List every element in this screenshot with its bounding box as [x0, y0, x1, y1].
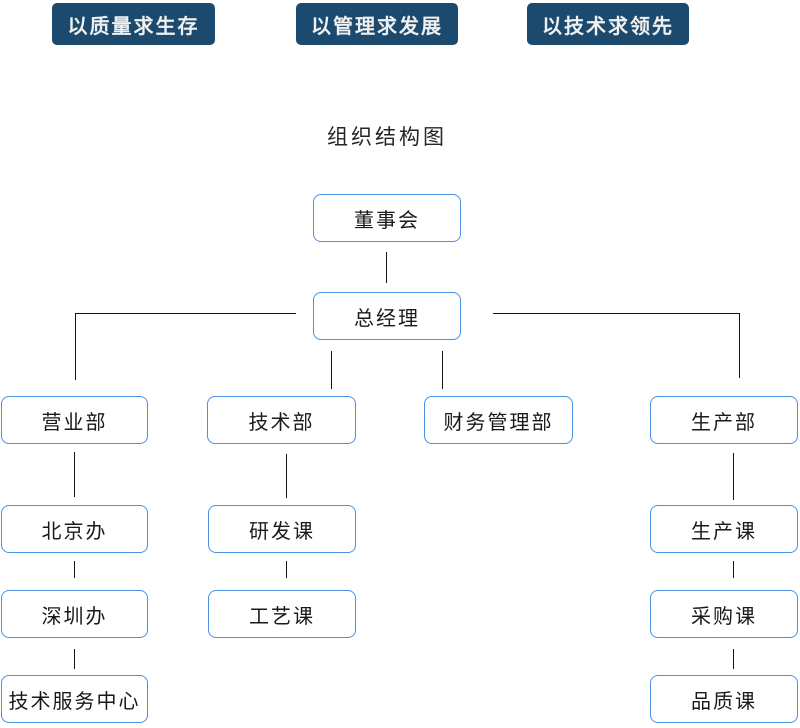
node-production-dept[interactable]: 生产部	[650, 396, 798, 444]
node-production-section[interactable]: 生产课	[650, 505, 798, 553]
node-sales-dept[interactable]: 营业部	[1, 396, 148, 444]
connector-beijing-shenzhen	[74, 561, 76, 578]
connector-rd-process	[286, 561, 288, 578]
node-board-of-directors[interactable]: 董事会	[313, 194, 461, 242]
node-tech-dept[interactable]: 技术部	[207, 396, 356, 444]
connector-gm-finance	[442, 351, 444, 389]
connector-board-gm	[386, 252, 388, 283]
connector-prodsec-purchasing	[733, 561, 735, 578]
node-finance-dept[interactable]: 财务管理部	[424, 396, 573, 444]
connector-gm-sales-h	[75, 313, 296, 315]
connector-sales-beijing	[74, 452, 76, 497]
connector-gm-sales-v	[75, 313, 77, 380]
connector-purchasing-quality	[733, 649, 735, 669]
connector-production-prodsec	[733, 453, 735, 500]
node-shenzhen-office[interactable]: 深圳办	[1, 590, 148, 638]
banner-management: 以管理求发展	[296, 3, 458, 45]
node-tech-service-center[interactable]: 技术服务中心	[1, 675, 148, 723]
connector-shenzhen-techsvc	[74, 649, 76, 669]
node-quality-section[interactable]: 品质课	[650, 675, 798, 723]
connector-gm-production-v	[739, 313, 741, 378]
page-title: 组织结构图	[327, 126, 447, 149]
connector-gm-tech	[331, 351, 333, 389]
node-beijing-office[interactable]: 北京办	[1, 505, 148, 553]
connector-tech-rd	[286, 454, 288, 498]
banner-quality: 以质量求生存	[52, 3, 215, 45]
node-process-section[interactable]: 工艺课	[208, 590, 356, 638]
node-general-manager[interactable]: 总经理	[313, 292, 461, 340]
node-purchasing-section[interactable]: 采购课	[650, 590, 798, 638]
banner-technology: 以技术求领先	[527, 3, 689, 45]
connector-gm-production-h	[493, 313, 740, 315]
node-rd-section[interactable]: 研发课	[208, 505, 356, 553]
